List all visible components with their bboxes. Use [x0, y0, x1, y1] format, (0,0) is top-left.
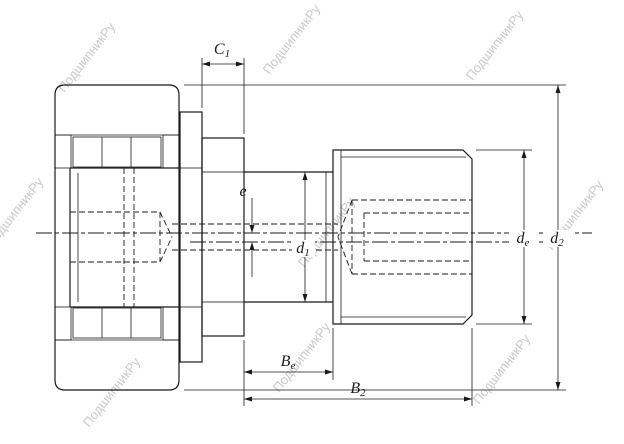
- flange-section-bottom: [179, 306, 203, 363]
- outer-ring: [54, 84, 180, 391]
- dimension-d1: d1: [292, 172, 315, 302]
- dimension-label-e: e: [239, 183, 246, 200]
- watermark-text: ПодшипникРу: [80, 354, 144, 430]
- watermark-layer: ПодшипникРу ПодшипникРу ПодшипникРу Подш…: [0, 1, 606, 430]
- outer-ring-outline: [54, 84, 180, 391]
- flange: [179, 111, 203, 363]
- eccentric-collar: [201, 137, 245, 337]
- dimension-d2: d2: [184, 84, 573, 391]
- dimension-label-d1: d1: [296, 240, 310, 259]
- watermark-text: ПодшипникРу: [260, 1, 324, 77]
- flange-section-top: [179, 111, 203, 169]
- dimension-label-b2: B2: [350, 380, 366, 399]
- ring-lip: [162, 134, 180, 169]
- dimension-de: de: [476, 149, 539, 325]
- collar-outline: [201, 137, 245, 337]
- dimension-label-de: de: [517, 230, 530, 249]
- dimension-c1: C1: [201, 41, 245, 134]
- outer-ring-section-top: [54, 84, 180, 136]
- ring-lip: [54, 306, 72, 341]
- hidden-lines: [70, 168, 472, 307]
- needle-rollers: [72, 136, 162, 339]
- drill-cone: [337, 199, 353, 238]
- outer-ring-section-bottom: [54, 339, 180, 391]
- flange-outline: [179, 111, 203, 363]
- roller-row-bottom: [72, 307, 162, 339]
- watermark-text: ПодшипникРу: [270, 319, 334, 395]
- dimension-e: e: [239, 183, 255, 277]
- thread-outline: [332, 149, 473, 325]
- watermark-text: ПодшипникРу: [0, 174, 46, 250]
- dimension-label-be: Be: [281, 353, 296, 372]
- dimension-b2: B2: [244, 328, 473, 406]
- stud-d1-section: [244, 171, 333, 303]
- ring-lip: [54, 134, 72, 169]
- drill-cone: [337, 236, 353, 275]
- ring-lip: [162, 306, 180, 341]
- dimension-label-c1: C1: [214, 41, 230, 60]
- roller-row-top: [72, 136, 162, 168]
- watermark-text: ПодшипникРу: [55, 19, 119, 95]
- stud: [69, 167, 180, 308]
- centerlines: [36, 232, 592, 243]
- dimension-label-d2: d2: [550, 230, 564, 249]
- collar-section-bottom: [201, 301, 245, 337]
- drill-cone: [159, 236, 173, 263]
- watermark-text: ПодшипникРу: [470, 331, 534, 407]
- watermark-text: ПодшипникРу: [463, 7, 527, 83]
- dimension-be: Be: [243, 328, 334, 406]
- thread-section: [332, 149, 473, 325]
- collar-section-top: [201, 137, 245, 173]
